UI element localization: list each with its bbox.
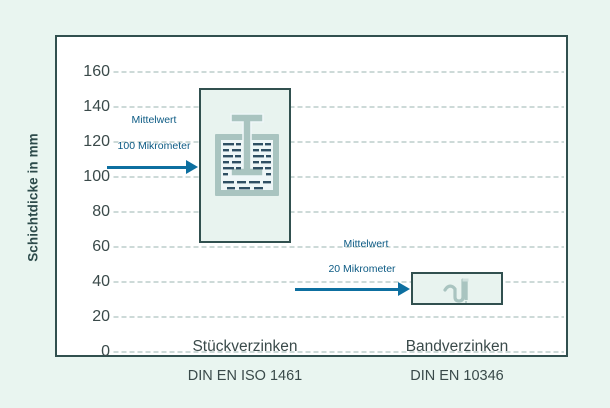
annotation-arrow-head	[398, 282, 410, 296]
y-tick-label: 0	[101, 343, 110, 360]
bar-stueckverzinken	[199, 88, 291, 243]
y-tick-label: 160	[83, 63, 110, 80]
annotation-arrow-line	[107, 166, 187, 169]
galvanizing-bath-icon	[215, 113, 279, 196]
x-category-label-bandverzinken: Bandverzinken	[405, 338, 509, 355]
plot-area	[55, 35, 568, 357]
y-tick-label: 80	[92, 203, 110, 220]
bar-bandverzinken	[411, 272, 503, 305]
y-tick-label: 60	[92, 238, 110, 255]
annotation-label-line1: Mittelwert	[343, 238, 389, 250]
annotation-label-line2: 20 Mikrometer	[328, 263, 396, 275]
y-tick-label: 20	[92, 308, 110, 325]
y-axis-ticks: 160 140 120 100 80 60 40 20 0	[0, 35, 110, 360]
annotation-label-line2: 100 Mikrometer	[117, 140, 191, 152]
y-tick-label: 40	[92, 273, 110, 290]
annotation-arrow-line	[295, 288, 399, 291]
y-tick-label: 100	[83, 168, 110, 185]
y-tick-label: 140	[83, 98, 110, 115]
coil-coating-icon	[443, 278, 469, 303]
x-category-label-stueckverzinken: Stückverzinken	[192, 338, 298, 355]
y-tick-label: 120	[83, 133, 110, 150]
annotation-label-line1: Mittelwert	[131, 114, 177, 126]
annotation-arrow-head	[186, 160, 198, 174]
x-standard-label-stueckverzinken: DIN EN ISO 1461	[187, 368, 303, 384]
x-standard-label-bandverzinken: DIN EN 10346	[410, 368, 504, 384]
